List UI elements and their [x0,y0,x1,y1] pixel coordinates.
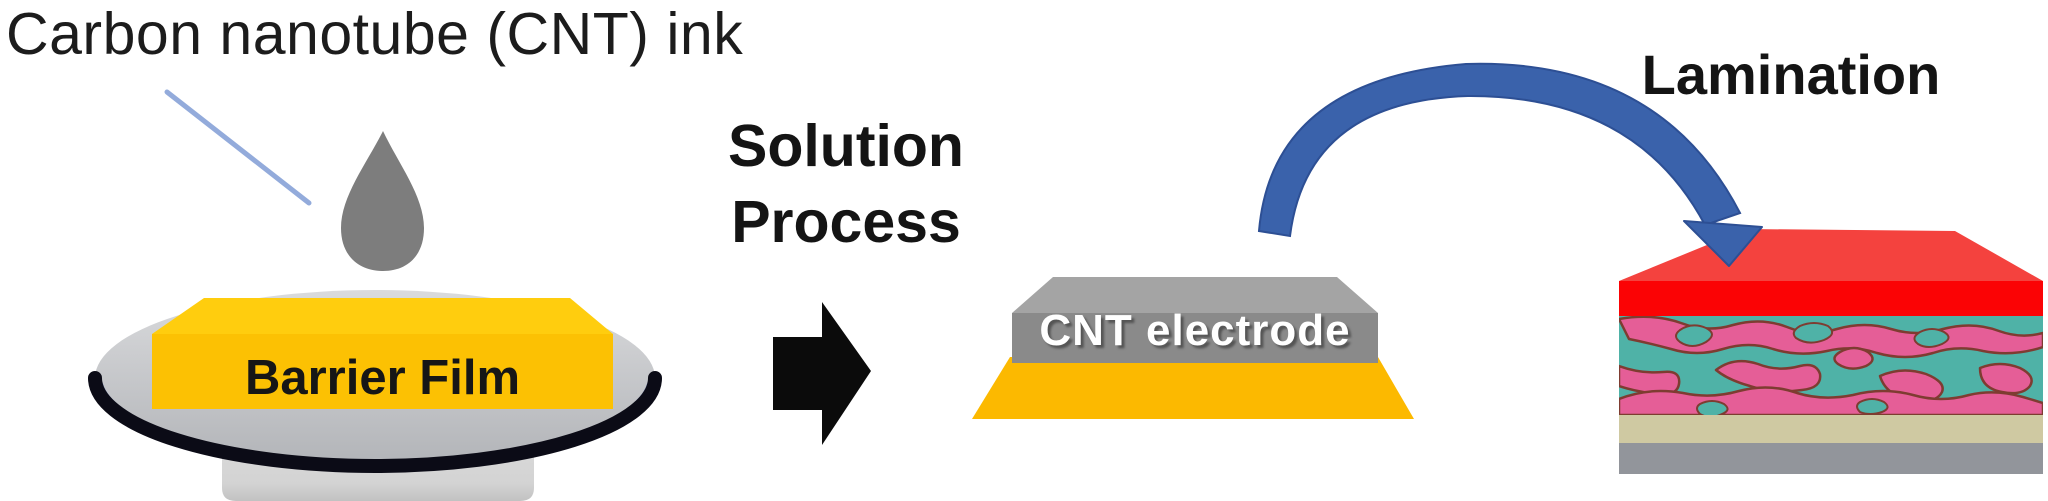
cnt-electrode-label: CNT electrode [1039,306,1351,355]
stack-tan-layer [1619,415,2043,443]
lamination-label: Lamination [1641,43,1941,106]
diagram-title: Carbon nanotube (CNT) ink [6,1,744,67]
cnt-ink-droplet-icon [341,131,424,271]
process-step-label: Solution Process [728,113,964,255]
active-blob [1978,362,2033,395]
active-blob [1619,316,2043,359]
active-hole [1856,398,1889,415]
active-hole [1696,400,1729,415]
active-blob [1714,359,1822,393]
cnt-electrode-front [1012,313,1378,363]
disc-rim [88,371,662,473]
stack-active-layer [1619,316,2043,415]
active-hole [1913,328,1950,348]
stack-red-layer [1619,281,2043,316]
active-blob [1833,346,1874,370]
cnt-electrode-top [1012,277,1378,313]
lamination-arrow-icon [1257,62,1742,238]
pointer-line [164,89,312,206]
active-hole [1675,324,1713,347]
barrier-film-label: Barrier Film [244,351,521,405]
lamination-arrowhead-icon [1683,220,1763,267]
barrier-film-block-front [152,334,613,409]
barrier-film-block-top [152,298,613,334]
process-arrow-icon [773,302,871,445]
stack-top-face [1619,229,2043,281]
active-hole [1792,322,1834,344]
stack-grey-layer [1619,443,2043,474]
substrate-slab [972,357,1414,419]
